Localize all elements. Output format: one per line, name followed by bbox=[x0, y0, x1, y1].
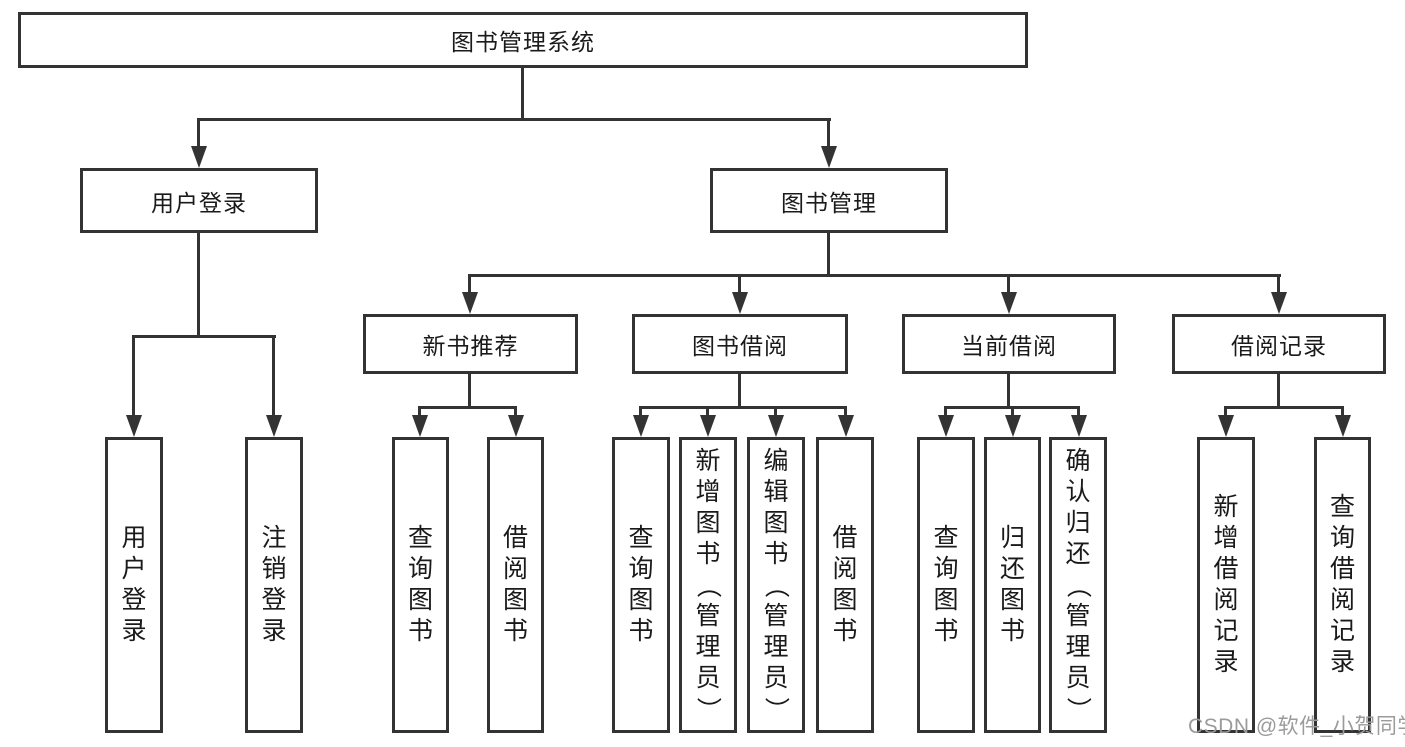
node-new-book-rec: 新书推荐 bbox=[363, 314, 578, 374]
connector-leaf-drop bbox=[706, 406, 709, 419]
node-book-mgmt: 图书管理 bbox=[710, 168, 948, 233]
arrow-down-icon bbox=[191, 146, 207, 168]
connector-leaf-drop bbox=[774, 406, 777, 419]
leaf-query-books-label: 查询图书 bbox=[407, 524, 433, 645]
connector-book-mgmt-drop bbox=[827, 118, 830, 150]
connector-leaf-drop bbox=[132, 335, 135, 417]
connector-newbook-bar bbox=[418, 406, 517, 409]
arrow-down-icon bbox=[768, 415, 784, 437]
leaf-edit-book-admin-label: 编辑图书（管理员） bbox=[762, 446, 791, 722]
arrow-down-icon bbox=[1218, 415, 1234, 437]
arrow-down-icon bbox=[1071, 415, 1087, 437]
connector-root-bar bbox=[197, 118, 831, 121]
connector-leaf-drop bbox=[1077, 406, 1080, 419]
arrow-down-icon bbox=[508, 415, 524, 437]
arrow-down-icon bbox=[633, 415, 649, 437]
leaf-logout-label: 注销登录 bbox=[261, 524, 287, 645]
leaf-return-book-label: 归还图书 bbox=[999, 524, 1025, 645]
node-borrow-record: 借阅记录 bbox=[1172, 314, 1386, 374]
leaf-logout: 注销登录 bbox=[245, 437, 303, 733]
connector-leaf-drop bbox=[1341, 406, 1344, 419]
connector-leaf-drop bbox=[418, 406, 421, 419]
arrow-down-icon bbox=[821, 146, 837, 168]
leaf-query-borrow-record-label: 查询借阅记录 bbox=[1329, 493, 1355, 676]
node-book-borrow-label: 图书借阅 bbox=[692, 333, 788, 359]
leaf-query-books-label: 查询图书 bbox=[933, 524, 959, 645]
leaf-query-books-label: 查询图书 bbox=[628, 524, 654, 645]
leaf-return-book: 归还图书 bbox=[984, 437, 1041, 733]
arrow-down-icon bbox=[700, 415, 716, 437]
arrow-down-icon bbox=[1335, 415, 1351, 437]
leaf-borrow-books-borrow: 借阅图书 bbox=[816, 437, 874, 733]
connector-l3-drop bbox=[1277, 274, 1280, 294]
connector-borrowrecord-bar bbox=[1224, 406, 1344, 409]
node-root: 图书管理系统 bbox=[18, 12, 1028, 68]
leaf-borrow-books-newbook: 借阅图书 bbox=[487, 437, 544, 733]
leaf-query-borrow-record: 查询借阅记录 bbox=[1314, 437, 1371, 733]
connector-bookborrow-stem bbox=[738, 374, 741, 406]
node-user-login-label: 用户登录 bbox=[151, 189, 247, 216]
connector-currentborrow-stem bbox=[1007, 374, 1010, 406]
connector-mgmt-stem bbox=[827, 233, 830, 274]
arrow-down-icon bbox=[266, 415, 282, 437]
connector-l3-drop bbox=[1007, 274, 1010, 294]
leaf-user-login-label: 用户登录 bbox=[121, 524, 147, 645]
arrow-down-icon bbox=[838, 415, 854, 437]
connector-newbook-stem bbox=[468, 374, 471, 406]
arrow-down-icon bbox=[938, 415, 954, 437]
arrow-down-icon bbox=[412, 415, 428, 437]
leaf-borrow-books-label: 借阅图书 bbox=[832, 524, 858, 645]
connector-user-stem bbox=[197, 233, 200, 335]
connector-leaf-drop bbox=[272, 335, 275, 417]
connector-leaf-drop bbox=[844, 406, 847, 419]
node-borrow-record-label: 借阅记录 bbox=[1231, 333, 1327, 359]
watermark: CSDN @软件_小贺同学 bbox=[1188, 715, 1405, 738]
leaf-add-book-admin: 新增图书（管理员） bbox=[679, 437, 737, 733]
leaf-borrow-books-label: 借阅图书 bbox=[502, 524, 528, 645]
connector-l3-drop bbox=[468, 274, 471, 294]
arrow-down-icon bbox=[1001, 292, 1017, 314]
leaf-add-borrow-record: 新增借阅记录 bbox=[1197, 437, 1255, 733]
connector-user-bar bbox=[132, 335, 276, 338]
connector-leaf-drop bbox=[944, 406, 947, 419]
leaf-query-books-current: 查询图书 bbox=[917, 437, 975, 733]
leaf-confirm-return-admin: 确认归还（管理员） bbox=[1049, 437, 1107, 733]
leaf-query-books-newbook: 查询图书 bbox=[392, 437, 449, 733]
connector-leaf-drop bbox=[1011, 406, 1014, 419]
connector-bookborrow-bar bbox=[639, 406, 847, 409]
connector-leaf-drop bbox=[1224, 406, 1227, 419]
connector-user-login-drop bbox=[197, 118, 200, 150]
arrow-down-icon bbox=[1005, 415, 1021, 437]
node-book-mgmt-label: 图书管理 bbox=[781, 189, 877, 216]
leaf-query-books-borrow: 查询图书 bbox=[612, 437, 670, 733]
arrow-down-icon bbox=[126, 415, 142, 437]
node-user-login: 用户登录 bbox=[80, 168, 318, 233]
connector-mgmt-bar bbox=[468, 274, 1281, 277]
leaf-user-login: 用户登录 bbox=[105, 437, 163, 733]
arrow-down-icon bbox=[1271, 292, 1287, 314]
connector-leaf-drop bbox=[514, 406, 517, 419]
node-current-borrow: 当前借阅 bbox=[902, 314, 1116, 374]
leaf-edit-book-admin: 编辑图书（管理员） bbox=[747, 437, 805, 733]
leaf-add-book-admin-label: 新增图书（管理员） bbox=[694, 446, 723, 722]
node-current-borrow-label: 当前借阅 bbox=[961, 333, 1057, 359]
arrow-down-icon bbox=[732, 292, 748, 314]
node-root-label: 图书管理系统 bbox=[451, 29, 595, 55]
leaf-confirm-return-admin-label: 确认归还（管理员） bbox=[1064, 446, 1093, 722]
leaf-add-borrow-record-label: 新增借阅记录 bbox=[1213, 493, 1239, 676]
connector-borrowrecord-stem bbox=[1277, 374, 1280, 406]
connector-leaf-drop bbox=[639, 406, 642, 419]
connector-l3-drop bbox=[738, 274, 741, 294]
node-new-book-rec-label: 新书推荐 bbox=[422, 333, 519, 359]
arrow-down-icon bbox=[462, 292, 478, 314]
node-book-borrow: 图书借阅 bbox=[632, 314, 848, 374]
connector-root-stem bbox=[521, 68, 524, 118]
